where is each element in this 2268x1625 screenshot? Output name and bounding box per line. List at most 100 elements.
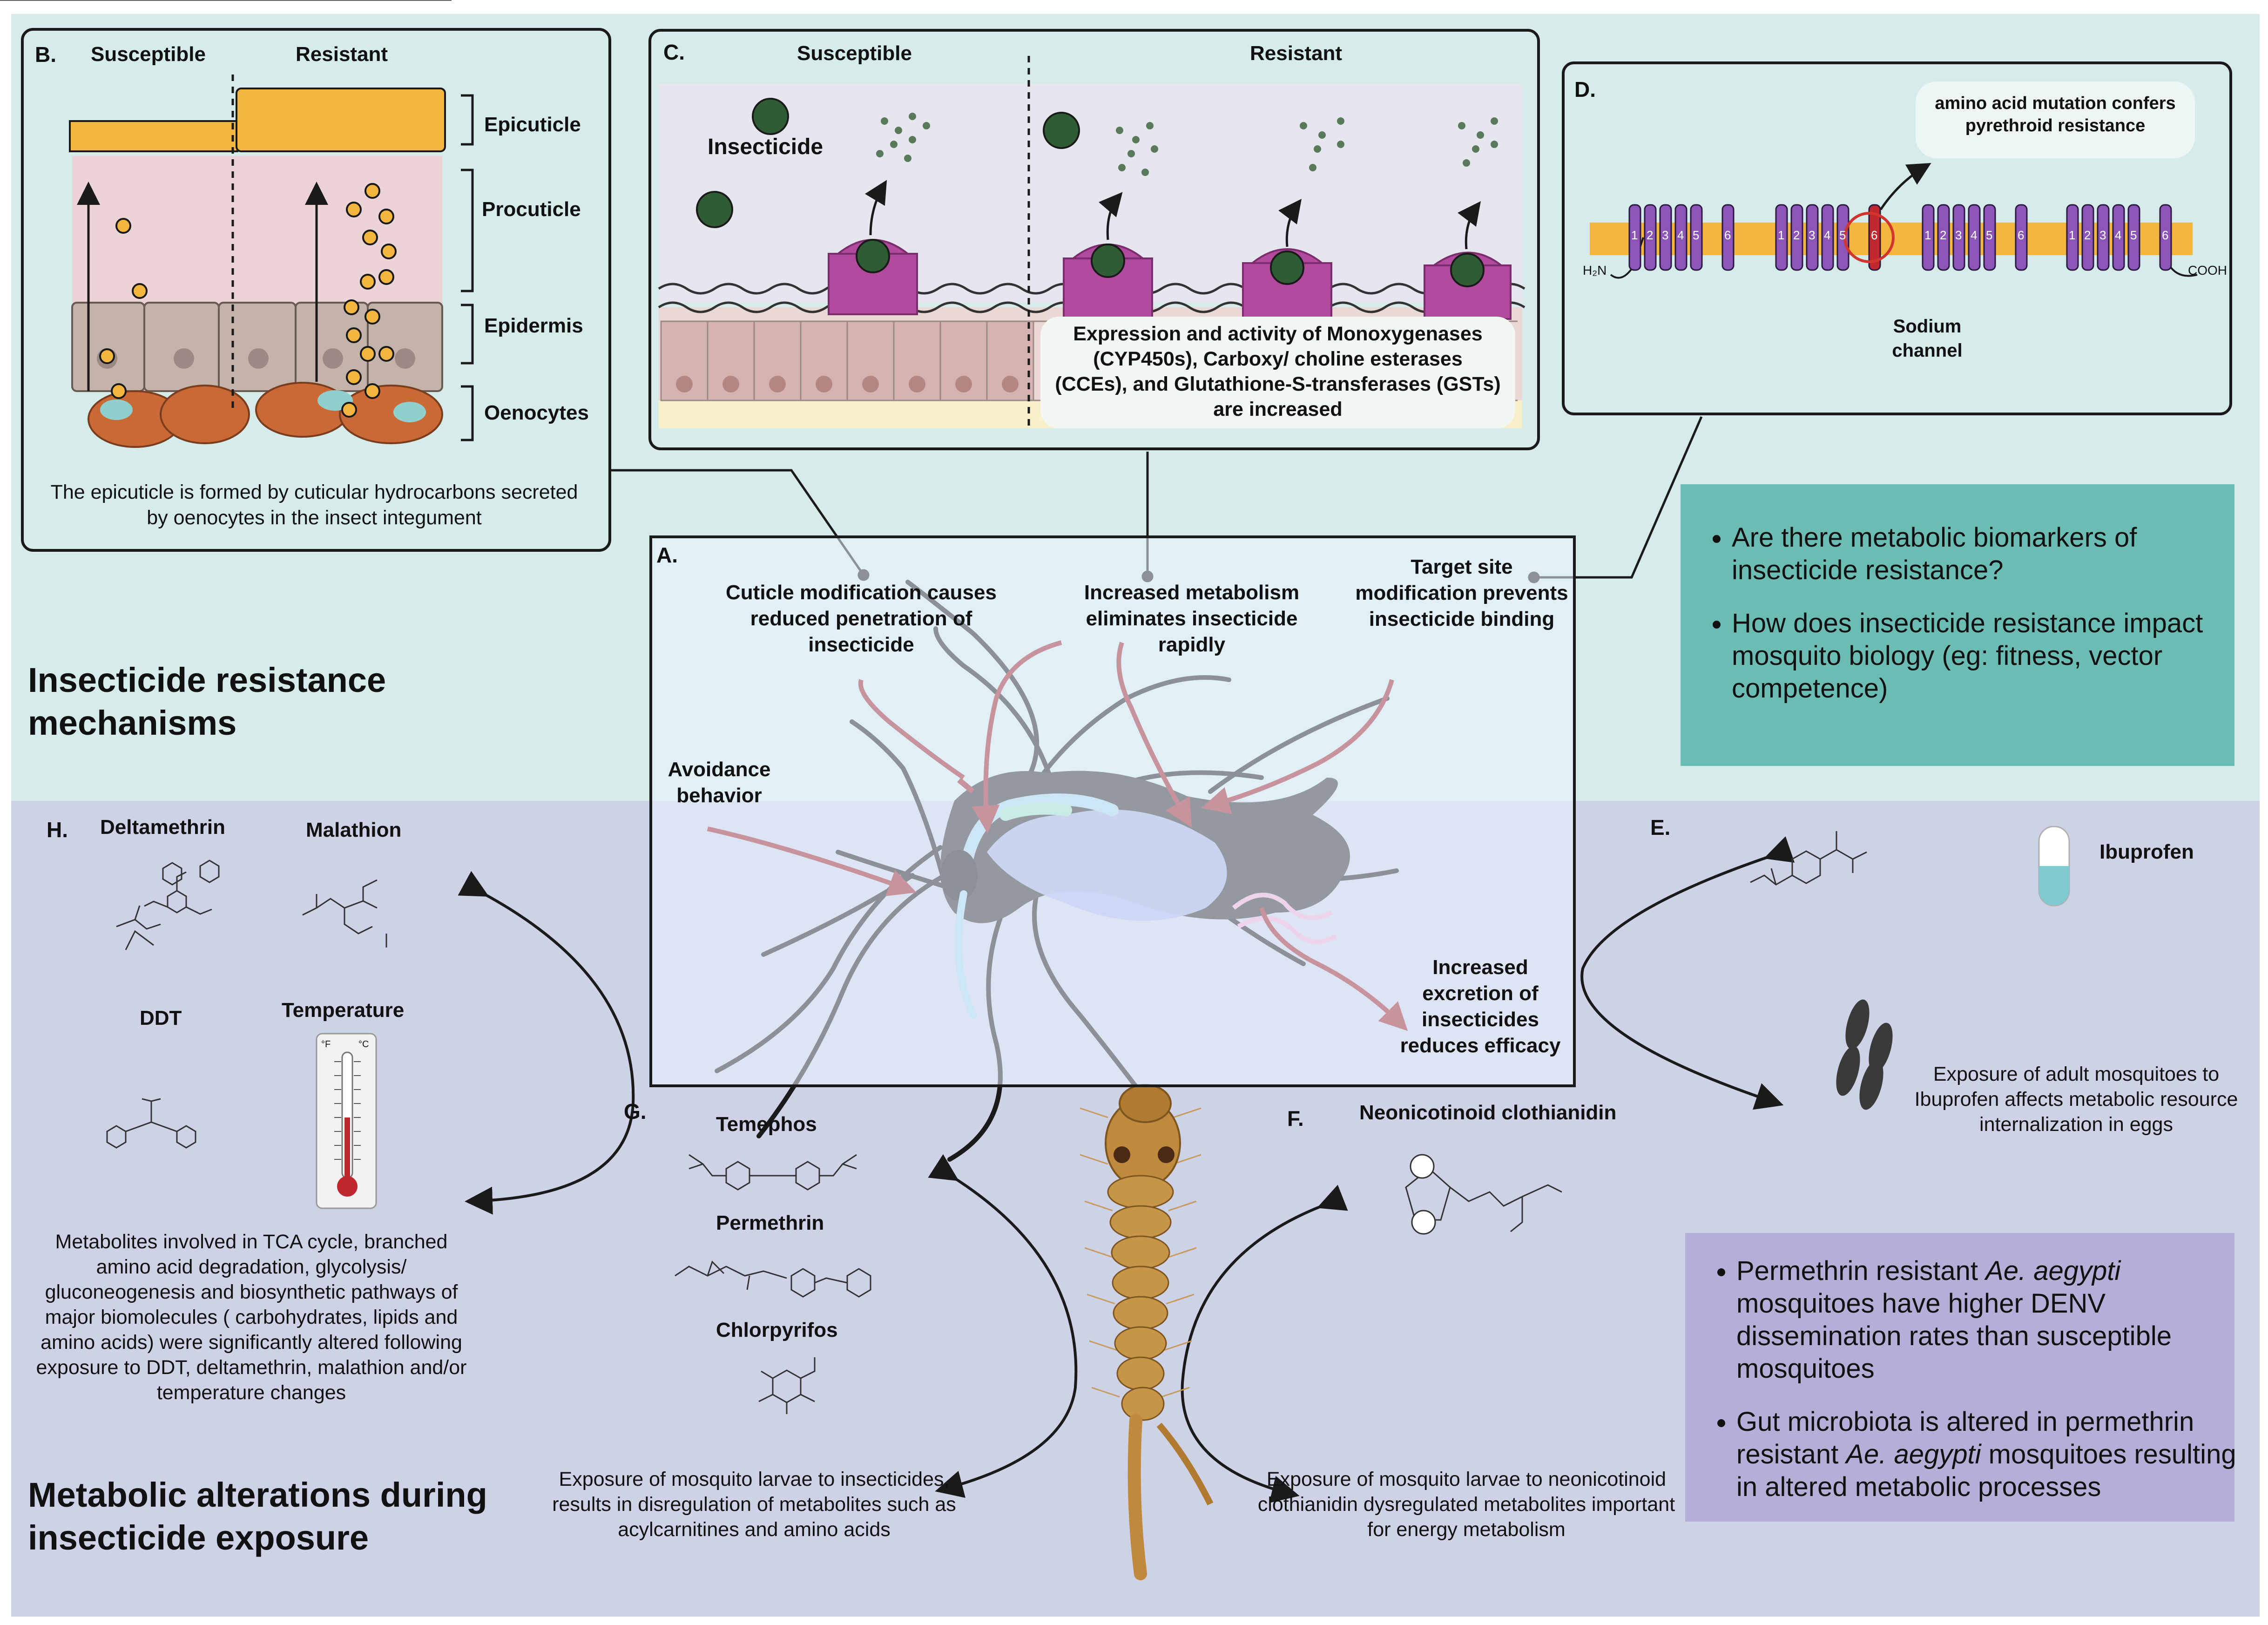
panel-d-label: D. [1574, 77, 1596, 102]
panel-c-caption: Expression and activity of Monoxygenases… [1040, 317, 1515, 428]
temperature-label: Temperature [282, 999, 405, 1022]
channel-segment [2112, 204, 2125, 271]
permethrin-label: Permethrin [716, 1212, 824, 1234]
channel-segment-number: 4 [1824, 228, 1831, 242]
channel-segment-number: 5 [1986, 228, 1993, 242]
findings-list: Permethrin resistant Ae. aegypti mosquit… [1699, 1255, 2258, 1524]
channel-segment [2081, 204, 2094, 271]
channel-segment-number: 1 [2069, 228, 2076, 242]
panel-b-integument [69, 74, 474, 448]
panel-d-box [1562, 61, 2232, 415]
panel-b-susceptible: Susceptible [91, 43, 206, 66]
panel-d-channel-label: Sodium channel [1892, 316, 1963, 361]
channel-segment-number: 1 [1778, 228, 1785, 242]
channel-segment-number: 6 [2162, 228, 2169, 242]
larva-illustration [1080, 1084, 1214, 1580]
chlorpyrifos-label: Chlorpyrifos [716, 1319, 838, 1341]
c-terminus: COOH [2188, 263, 2227, 278]
channel-segment-number: 4 [1677, 228, 1684, 242]
channel-segment [1983, 204, 1996, 271]
annot-excretion: Increased excretion of insecticides redu… [1400, 956, 1561, 1057]
species-name: Ae. aegypti [1985, 1256, 2121, 1286]
channel-segment [1790, 204, 1803, 271]
thermometer-icon [316, 1033, 377, 1209]
channel-segment-number: 3 [1662, 228, 1669, 242]
channel-segment [1628, 204, 1641, 271]
chemical-structures [0, 0, 1867, 1414]
channel-segment-number: 4 [1971, 228, 1978, 242]
clothianidin-ring-atoms [1410, 1154, 1436, 1235]
finding-text: Permethrin resistant [1736, 1256, 1986, 1286]
channel-segment [1806, 204, 1819, 271]
clothianidin-label: Neonicotinoid clothianidin [1359, 1101, 1617, 1124]
channel-segment-number: 2 [1647, 228, 1654, 242]
channel-segment-number: 6 [1724, 228, 1731, 242]
annot-target-site: Target site modification prevents insect… [1355, 555, 1568, 630]
ddt-label: DDT [140, 1007, 182, 1029]
channel-segment-number: 5 [1693, 228, 1700, 242]
finding-item: Gut microbiota is altered in permethrin … [1736, 1406, 2258, 1503]
panel-c-resistant: Resistant [1250, 42, 1343, 65]
channel-segment [1690, 204, 1703, 271]
panel-b-resistant: Resistant [296, 43, 388, 66]
channel-segment-number: 3 [1809, 228, 1816, 242]
channel-segment [2127, 204, 2140, 271]
channel-segment-number: 6 [1871, 228, 1878, 242]
panel-c-susceptible: Susceptible [797, 42, 912, 65]
deltamethrin-label: Deltamethrin [100, 816, 225, 839]
top-section-title: Insecticide resistance mechanisms [28, 661, 386, 742]
annot-cuticle: Cuticle modification causes reduced pene… [726, 581, 997, 656]
channel-segment-number: 1 [1631, 228, 1638, 242]
channel-segment [1922, 204, 1935, 271]
layer-oenocytes: Oenocytes [484, 401, 589, 424]
panel-b-caption: The epicuticle is formed by cuticular hy… [50, 481, 578, 529]
channel-segment [1644, 204, 1657, 271]
channel-segment [1659, 204, 1672, 271]
annot-metabolism: Increased metabolism eliminates insectic… [1084, 581, 1300, 656]
panel-g-label: G. [624, 1099, 647, 1124]
channel-segment-number: 2 [1940, 228, 1947, 242]
panel-c-box [648, 29, 1540, 450]
malathion-label: Malathion [306, 819, 402, 841]
channel-segment-number: 2 [2084, 228, 2091, 242]
channel-segment [1674, 204, 1688, 271]
panel-e-label: E. [1650, 815, 1671, 840]
channel-segment-number: 2 [1793, 228, 1800, 242]
question-item: How does insecticide resistance impact m… [1732, 607, 2248, 705]
ibuprofen-label: Ibuprofen [2099, 840, 2194, 863]
layer-procuticle: Procuticle [482, 198, 581, 221]
channel-segment-number: 5 [1839, 228, 1846, 242]
channel-segment-number: 3 [1955, 228, 1962, 242]
findings-box [1685, 1233, 2234, 1522]
channel-segment [1821, 204, 1834, 271]
channel-segment [1836, 204, 1850, 271]
eggs-illustration [1836, 999, 1893, 1110]
panel-f-label: F. [1287, 1106, 1304, 1131]
channel-segment [1721, 204, 1735, 271]
channel-segment [2015, 204, 2028, 271]
channel-segment [2159, 204, 2172, 271]
panel-b-box [21, 28, 611, 552]
panel-a-label: A. [656, 543, 678, 567]
panel-d-callout: amino acid mutation confers pyrethroid r… [1935, 94, 2176, 135]
channel-segment-number: 6 [2018, 228, 2025, 242]
temephos-label: Temephos [716, 1113, 817, 1136]
thermometer-f-label: °F [321, 1039, 331, 1049]
channel-segment [2097, 204, 2110, 271]
channel-segment-number: 5 [2130, 228, 2137, 242]
layer-epidermis: Epidermis [484, 314, 583, 337]
channel-segment [1937, 204, 1950, 271]
finding-text: mosquitoes resulting in altered metaboli… [1736, 1439, 2236, 1502]
bottom-curved-arrows [458, 836, 1795, 1503]
panel-f-caption: Exposure of mosquito larvae to neonicoti… [1257, 1468, 1675, 1541]
channel-segment-number: 1 [1924, 228, 1931, 242]
panel-c-label: C. [663, 40, 685, 64]
panel-a-box [649, 535, 1576, 1087]
finding-text: Gut microbiota is altered in permethrin … [1736, 1407, 2194, 1469]
panel-c-membrane [658, 56, 1526, 428]
panel-d-sodium-channel [1590, 81, 2198, 279]
channel-segment [1952, 204, 1965, 271]
finding-text: mosquitoes have higher DENV disseminatio… [1736, 1288, 2172, 1384]
